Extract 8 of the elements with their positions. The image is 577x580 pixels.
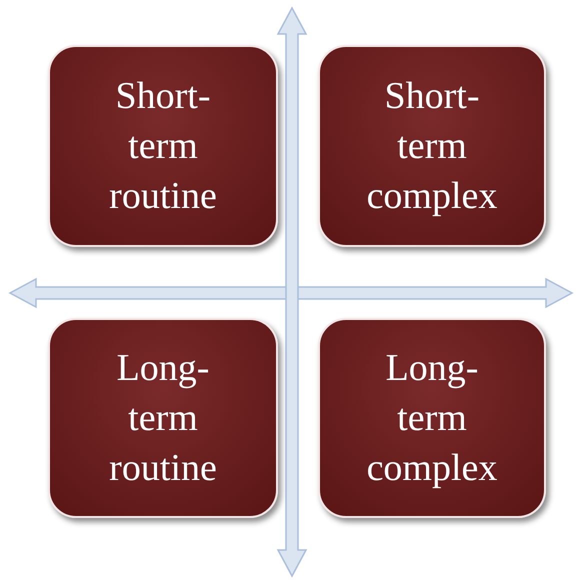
quadrant-box: [48, 45, 278, 247]
quadrant-label: Long-term routine: [108, 346, 218, 491]
quadrant-box: [318, 318, 546, 518]
quadrant-label: Short-term routine: [108, 74, 218, 219]
quadrant-label: Short-term complex: [366, 74, 498, 219]
quadrant-label: Long-term complex: [366, 346, 498, 491]
quadrant-box: [48, 318, 278, 518]
quadrant-box: [318, 45, 546, 247]
